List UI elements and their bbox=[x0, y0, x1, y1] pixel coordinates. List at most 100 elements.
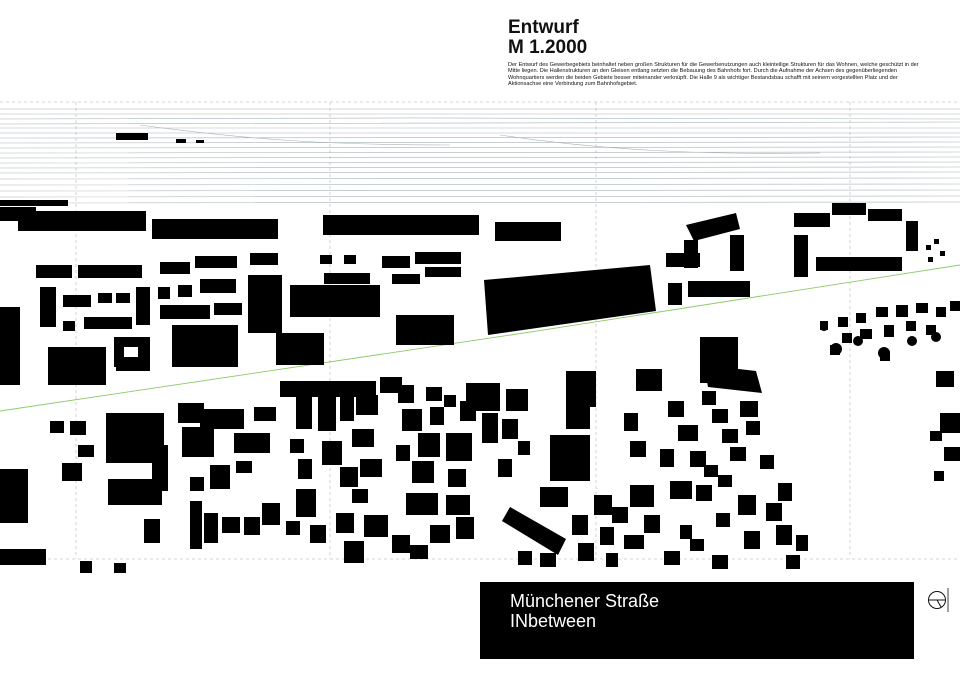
building bbox=[396, 445, 410, 461]
building bbox=[410, 545, 428, 559]
building bbox=[356, 395, 378, 415]
building bbox=[178, 403, 204, 423]
building bbox=[940, 251, 945, 256]
building bbox=[152, 445, 168, 491]
building bbox=[690, 451, 706, 467]
plan-header: Entwurf M 1.2000 Der Entwurf des Gewerbe… bbox=[508, 18, 928, 88]
building bbox=[276, 333, 324, 365]
building bbox=[36, 265, 72, 278]
title-block: Münchener Straße INbetween bbox=[480, 582, 914, 659]
building bbox=[830, 343, 842, 355]
building bbox=[600, 527, 614, 545]
building bbox=[248, 275, 282, 333]
building bbox=[460, 401, 476, 421]
building bbox=[502, 507, 566, 555]
building bbox=[730, 447, 746, 461]
building bbox=[936, 307, 946, 317]
building bbox=[786, 555, 800, 569]
building bbox=[820, 323, 828, 331]
building bbox=[572, 515, 588, 535]
building bbox=[540, 553, 556, 567]
building bbox=[744, 531, 760, 549]
green-axis-line bbox=[0, 264, 960, 412]
building bbox=[566, 407, 590, 429]
building bbox=[336, 513, 354, 533]
building bbox=[484, 265, 656, 335]
building bbox=[392, 274, 420, 284]
building bbox=[936, 371, 954, 387]
building bbox=[578, 543, 594, 561]
rail-tracks bbox=[0, 107, 960, 204]
building bbox=[630, 441, 646, 457]
building bbox=[776, 525, 792, 545]
building bbox=[98, 293, 112, 303]
building bbox=[406, 493, 438, 515]
building bbox=[696, 485, 712, 501]
building bbox=[190, 501, 202, 549]
building bbox=[916, 303, 928, 313]
building bbox=[446, 433, 472, 461]
building bbox=[78, 265, 142, 278]
building bbox=[931, 332, 941, 342]
building bbox=[80, 561, 92, 573]
building bbox=[160, 262, 190, 274]
building bbox=[906, 221, 918, 251]
building bbox=[63, 295, 91, 307]
building bbox=[344, 541, 364, 563]
building bbox=[298, 459, 312, 479]
building bbox=[612, 507, 628, 523]
building bbox=[926, 245, 931, 250]
building bbox=[310, 525, 326, 543]
building bbox=[178, 285, 192, 297]
building bbox=[482, 413, 498, 443]
building bbox=[114, 563, 126, 573]
title-block-line1: Münchener Straße bbox=[510, 591, 660, 611]
building bbox=[730, 235, 744, 271]
building bbox=[832, 203, 866, 215]
courtyard-building bbox=[114, 337, 150, 367]
building bbox=[678, 425, 698, 441]
building bbox=[286, 521, 300, 535]
building bbox=[152, 219, 278, 239]
site-plan-map bbox=[0, 101, 960, 580]
building bbox=[415, 252, 461, 264]
building bbox=[907, 336, 917, 346]
building bbox=[660, 449, 674, 467]
building bbox=[40, 287, 56, 327]
building bbox=[896, 305, 908, 317]
building bbox=[760, 455, 774, 469]
building bbox=[402, 409, 422, 431]
building bbox=[234, 433, 270, 453]
building bbox=[380, 377, 402, 393]
building bbox=[636, 369, 662, 391]
building bbox=[364, 515, 388, 537]
building bbox=[540, 487, 568, 507]
building bbox=[250, 253, 278, 265]
building bbox=[70, 421, 86, 435]
building bbox=[606, 553, 618, 567]
building bbox=[382, 256, 410, 268]
building bbox=[644, 515, 660, 533]
building bbox=[412, 461, 434, 483]
building bbox=[934, 471, 944, 481]
building bbox=[144, 519, 160, 543]
north-arrow-icon bbox=[926, 586, 950, 619]
building bbox=[794, 213, 830, 227]
building bbox=[182, 427, 214, 457]
building bbox=[158, 287, 170, 299]
building bbox=[838, 317, 848, 327]
building bbox=[214, 303, 242, 315]
building bbox=[200, 279, 236, 293]
building bbox=[876, 307, 888, 317]
building bbox=[778, 483, 792, 501]
building bbox=[396, 315, 454, 345]
building bbox=[506, 389, 528, 411]
building bbox=[392, 535, 410, 553]
building bbox=[686, 213, 740, 241]
building bbox=[322, 441, 342, 465]
plan-scale: M 1.2000 bbox=[508, 37, 588, 58]
building bbox=[816, 257, 902, 271]
building bbox=[906, 321, 916, 331]
building bbox=[0, 307, 20, 385]
building bbox=[398, 385, 414, 403]
